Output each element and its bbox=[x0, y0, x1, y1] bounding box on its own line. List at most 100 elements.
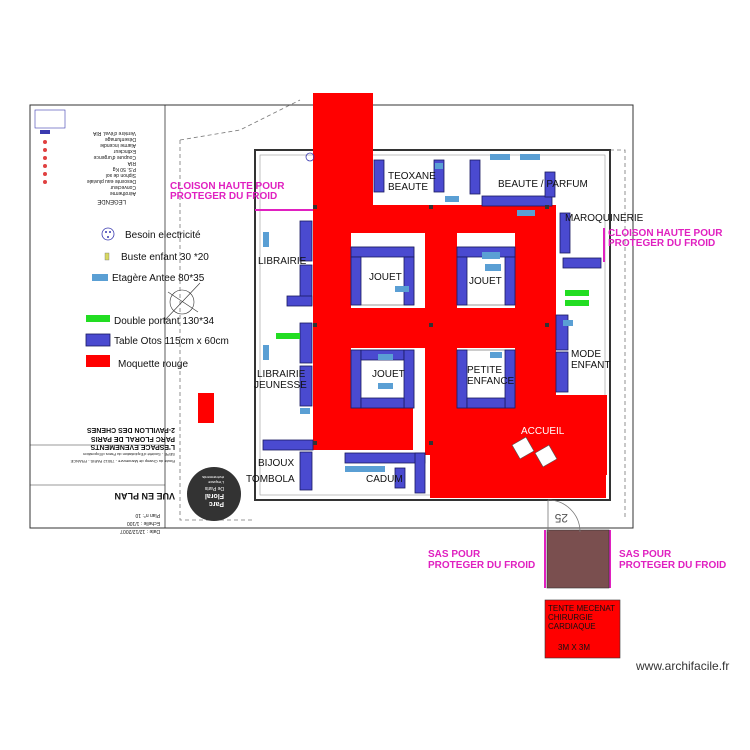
rack bbox=[565, 290, 589, 296]
table bbox=[350, 246, 415, 258]
convector-icon bbox=[40, 130, 50, 134]
note-sas-left-2: PROTEGER DU FROID bbox=[428, 560, 535, 571]
shelf bbox=[490, 352, 502, 358]
note-cloison-right-2: PROTEGER DU FROID bbox=[608, 238, 715, 249]
table bbox=[466, 397, 506, 409]
note-cloison-right-1: CLOISON HAUTE POUR bbox=[608, 228, 723, 239]
shelf bbox=[263, 345, 269, 360]
table bbox=[403, 256, 415, 306]
post bbox=[429, 441, 433, 445]
title-company: SEPE - Société d'Exploitation du Parcs d… bbox=[83, 452, 175, 457]
cloisons bbox=[255, 209, 611, 588]
shelf bbox=[517, 210, 535, 216]
note-sas-right-2: PROTEGER DU FROID bbox=[619, 560, 726, 571]
note-cloison-left-2: PROTEGER DU FROID bbox=[170, 191, 277, 202]
tente-mecenat bbox=[544, 599, 621, 659]
table bbox=[299, 220, 313, 262]
title-plan-no: Plan n°: 10 bbox=[135, 512, 160, 518]
legend-top-item: Descente eau pluviale bbox=[87, 178, 136, 184]
site-outline-top bbox=[179, 99, 301, 141]
carpet-icon bbox=[86, 355, 110, 367]
legend-top-item: Désenfumage bbox=[105, 136, 136, 142]
zone-label-jouet-3: JOUET bbox=[372, 369, 405, 380]
post bbox=[429, 323, 433, 327]
table bbox=[286, 295, 313, 307]
shelf bbox=[378, 383, 393, 389]
table-group bbox=[262, 159, 602, 494]
legend-top-item: Verrière d'éval. RIA bbox=[92, 130, 136, 136]
tente-size: 3M X 3M bbox=[558, 643, 590, 652]
logo-text: De Paris bbox=[204, 485, 224, 491]
zone-label-tombola: TOMBOLA bbox=[246, 474, 295, 485]
shelf-group bbox=[263, 154, 573, 472]
shelf bbox=[435, 163, 443, 169]
legend-top-item: Siphon de sol bbox=[106, 172, 136, 178]
door-number: 25 bbox=[554, 511, 568, 525]
zone-label-librairie-2: LIBRAIRIE bbox=[257, 369, 306, 380]
zone-label-teoxane: TEOXANE bbox=[388, 171, 436, 182]
zone-label-enfance: ENFANCE bbox=[467, 376, 515, 387]
table bbox=[414, 452, 426, 494]
legend-shelf-label: Etagère Antee 80*35 bbox=[112, 273, 205, 284]
logo: Parc Floral De Paris L'espace évènements bbox=[187, 467, 241, 521]
post bbox=[313, 323, 317, 327]
logo-text: L'espace bbox=[207, 480, 224, 485]
zone-label-beaute: BEAUTE bbox=[388, 182, 428, 193]
emergency-icon bbox=[43, 172, 47, 176]
carpet-area bbox=[198, 93, 607, 498]
shelf bbox=[263, 232, 269, 247]
table bbox=[299, 451, 313, 491]
legend-electric-label: Besoin electricité bbox=[125, 230, 201, 241]
electric-icon-dot bbox=[105, 231, 107, 233]
table-icon bbox=[85, 333, 111, 347]
carpet-entry-corridor bbox=[313, 93, 373, 205]
zone-label-librairie: LIBRAIRIE bbox=[258, 256, 307, 267]
legend-top-item: Extincteur bbox=[113, 148, 136, 154]
zone-label-enfant: ENFANT bbox=[571, 360, 610, 371]
post bbox=[545, 205, 549, 209]
zone-label-cadum: CADUM bbox=[366, 474, 403, 485]
logo-disc bbox=[187, 467, 241, 521]
zone-label-jouet-2: JOUET bbox=[469, 276, 502, 287]
post-group bbox=[313, 205, 549, 445]
legend-top-item: Alarme incendie bbox=[100, 142, 136, 148]
legend-top-symbols bbox=[34, 109, 66, 184]
note-sas-right-1: SAS POUR bbox=[619, 549, 672, 560]
legend-top-item: P.S. 50 Kg bbox=[113, 166, 136, 172]
zone-label-maroquinerie: MAROQUINERIE bbox=[565, 213, 644, 224]
title-scale: Echelle : 1/100 bbox=[127, 520, 160, 526]
shelf bbox=[300, 408, 310, 414]
zone-label-beaute-parfum: BEAUTE / PARFUM bbox=[498, 179, 588, 190]
note-cloison-left-1: CLOISON HAUTE POUR bbox=[170, 181, 285, 192]
shelf bbox=[485, 264, 501, 271]
table bbox=[544, 171, 556, 198]
table bbox=[562, 257, 602, 269]
legend-top-item: RIA bbox=[127, 160, 136, 166]
zone-label-accueil: ACCUEIL bbox=[521, 426, 565, 437]
electric-icon-dot bbox=[109, 231, 111, 233]
rack bbox=[276, 333, 300, 339]
legend: Besoin electricité Buste enfant 30 *20 E… bbox=[85, 227, 229, 370]
electric-icon-dot bbox=[107, 236, 109, 238]
shelf bbox=[345, 466, 385, 472]
sas-entry bbox=[546, 529, 610, 589]
legend-rack-label: Double portant 130*34 bbox=[114, 316, 215, 327]
legend-top-item: Coupure d'urgence bbox=[93, 154, 136, 160]
siphon-icon bbox=[43, 148, 47, 152]
tente-label-1: TENTE MECENAT bbox=[548, 604, 615, 613]
accueil-desk bbox=[511, 436, 535, 460]
legend-carpet-label: Moquette rouge bbox=[118, 359, 188, 370]
legend-table-label: Table Otos 115cm x 60cm bbox=[114, 336, 229, 347]
carpet-center-horizontal bbox=[313, 308, 556, 348]
aerotherm-icon bbox=[34, 109, 66, 129]
title-line1: 2-PAVILLON DES CHENES bbox=[87, 426, 175, 433]
title-line3: L'ESPACE EVENEMENTS bbox=[90, 443, 175, 450]
site-outline-right bbox=[610, 149, 626, 520]
post bbox=[313, 205, 317, 209]
zone-label-petite: PETITE bbox=[467, 365, 502, 376]
shelf bbox=[378, 354, 393, 360]
rack-icon bbox=[86, 315, 110, 322]
table bbox=[555, 351, 569, 393]
table bbox=[262, 439, 314, 451]
title-address: Route du Champ de Manoeuvre - 75012 PARI… bbox=[70, 459, 175, 464]
